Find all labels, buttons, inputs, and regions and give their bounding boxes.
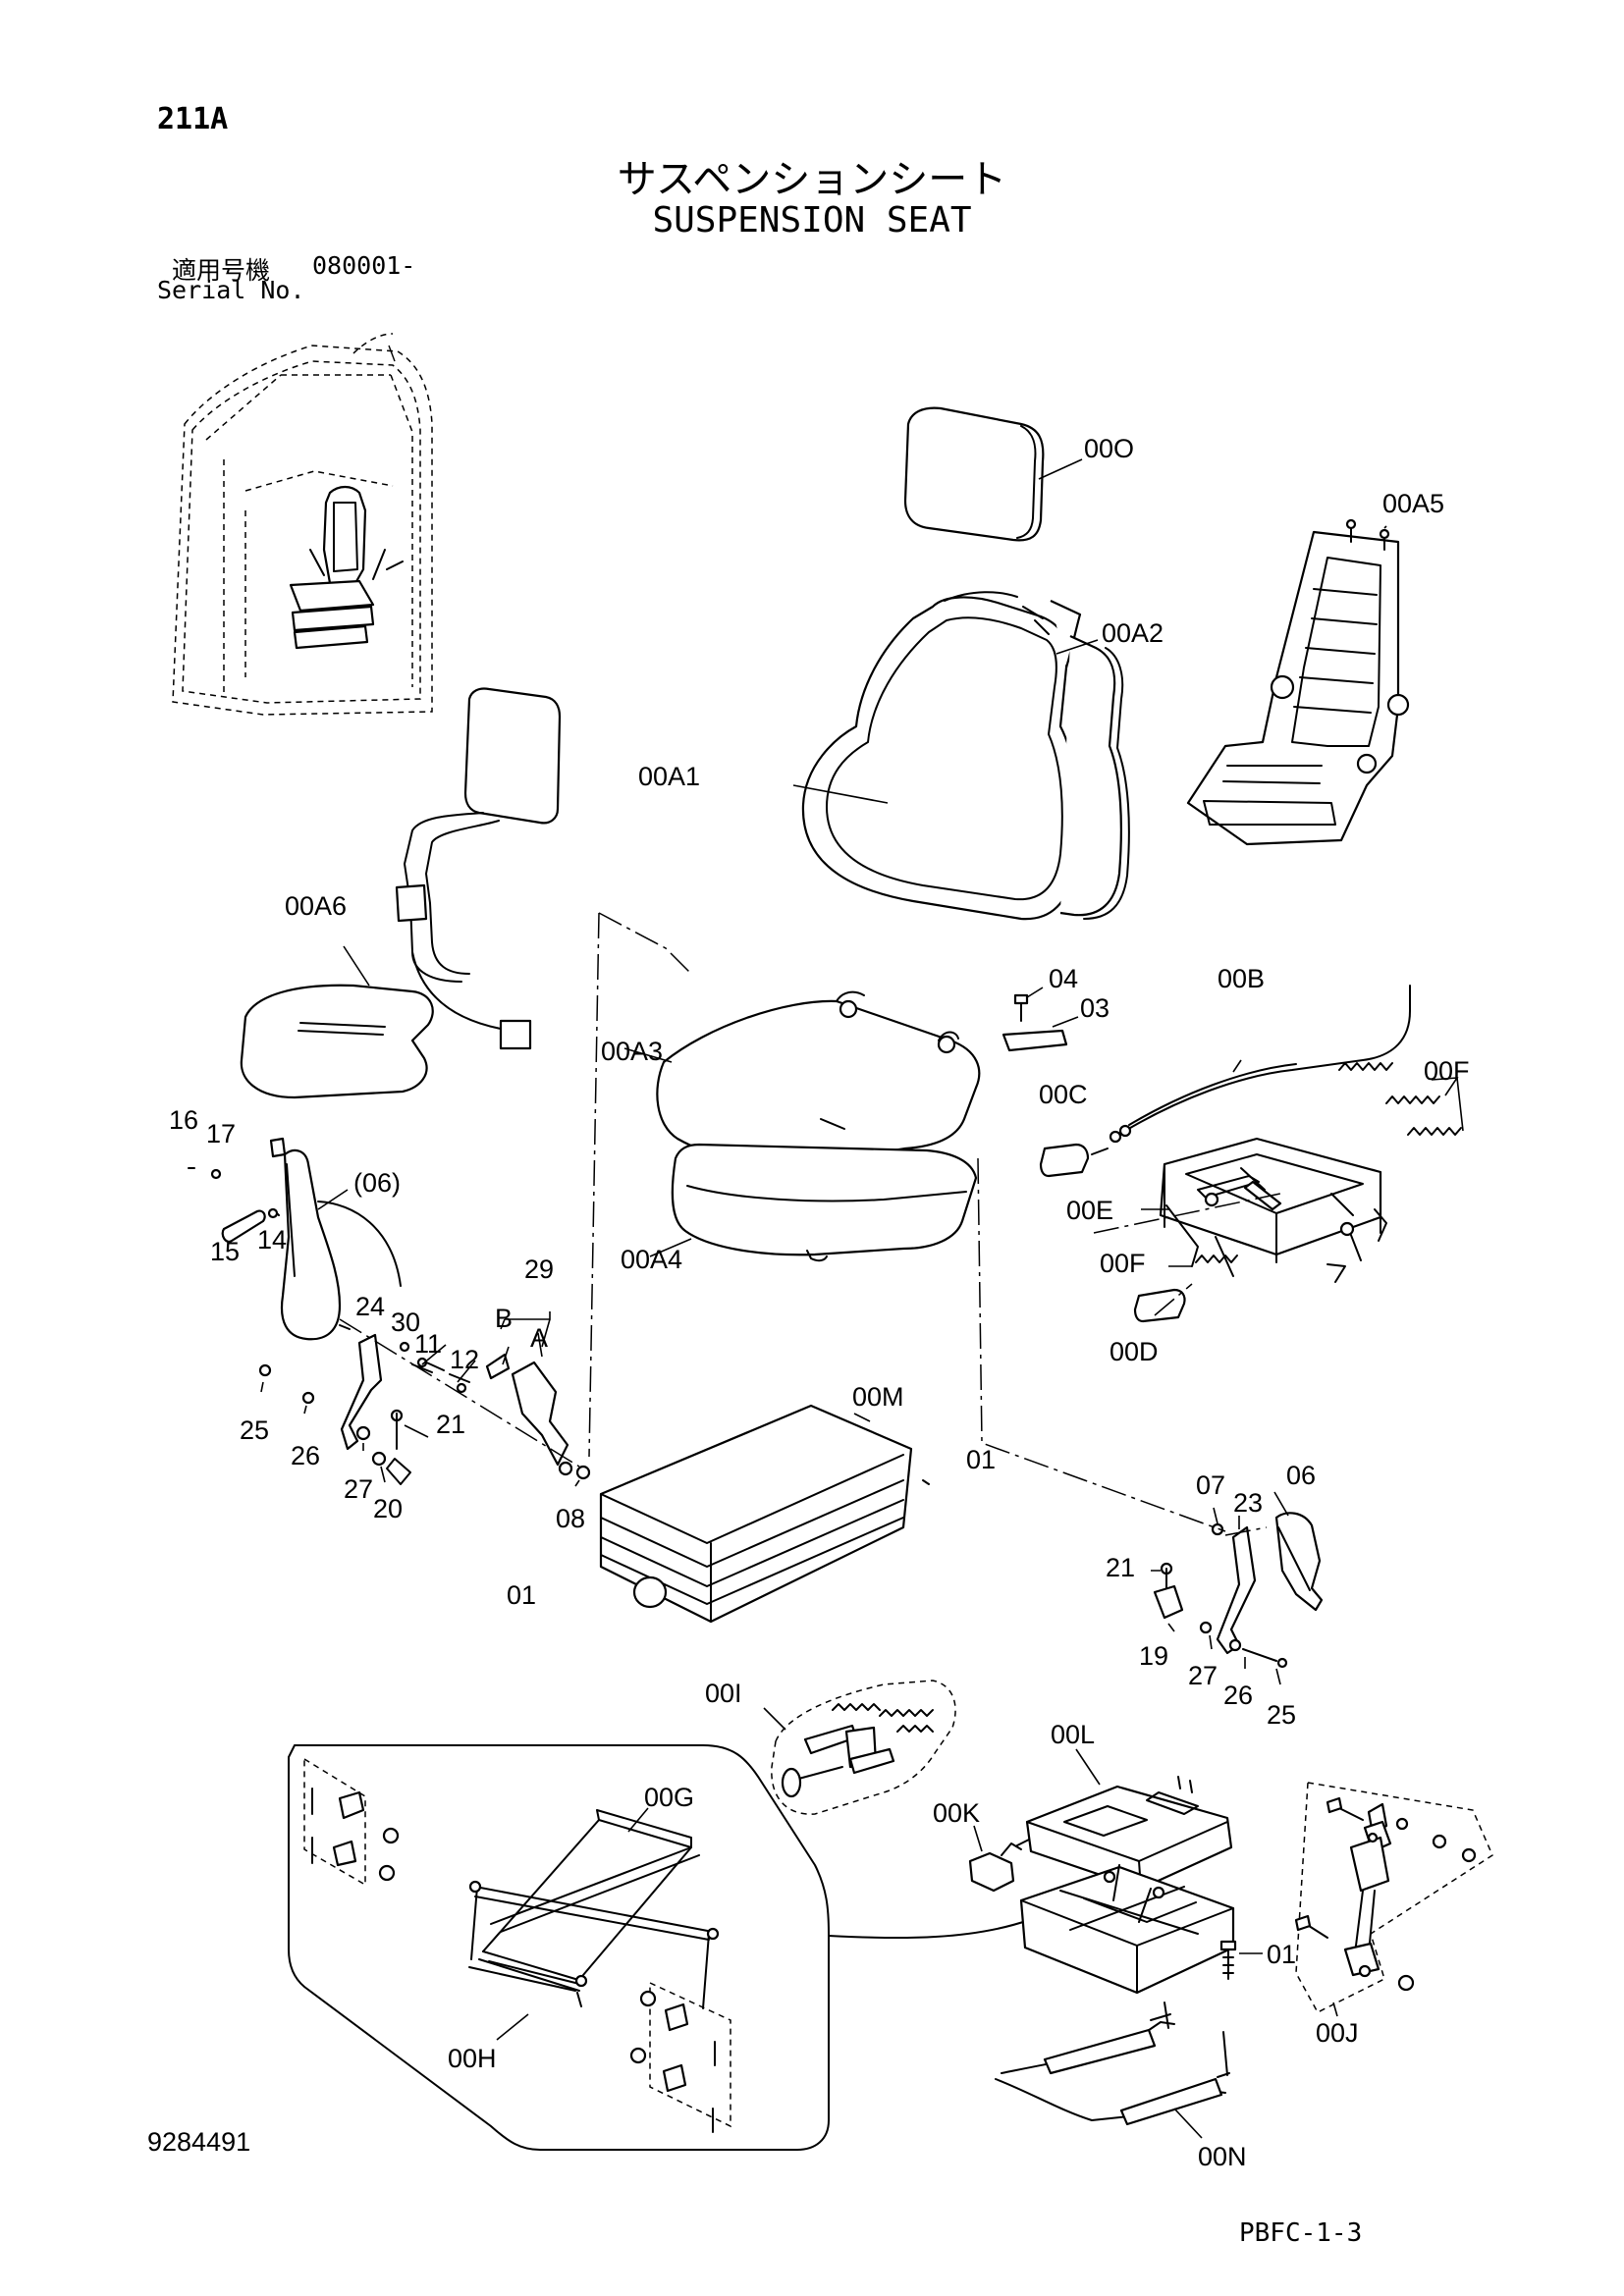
callout-07: 07 xyxy=(1196,1470,1225,1500)
callout-06-paren: (06) xyxy=(353,1168,401,1198)
callout-00n: 00N xyxy=(1198,2142,1247,2171)
callout-24: 24 xyxy=(355,1292,385,1321)
page-title-japanese: サスペンションシート xyxy=(617,157,1007,202)
seat-cushion-part xyxy=(623,990,981,1262)
callout-20: 20 xyxy=(373,1494,403,1523)
callout-29: 29 xyxy=(524,1255,554,1284)
callout-00a1: 00A1 xyxy=(638,762,700,791)
callout-27-right: 27 xyxy=(1188,1661,1218,1690)
seat-frame-part xyxy=(1186,518,1410,846)
callout-15: 15 xyxy=(210,1237,240,1266)
callout-19: 19 xyxy=(1139,1641,1168,1671)
callout-00e: 00E xyxy=(1066,1196,1113,1225)
callout-00a6: 00A6 xyxy=(285,891,347,921)
document-number: 9284491 xyxy=(147,2127,251,2157)
callout-12: 12 xyxy=(450,1345,479,1374)
callout-04: 04 xyxy=(1049,964,1078,993)
callout-00h: 00H xyxy=(448,2044,497,2073)
callout-00f-top: 00F xyxy=(1424,1056,1470,1086)
callout-03: 03 xyxy=(1080,993,1110,1023)
callout-01-top: 01 xyxy=(966,1445,996,1474)
callout-16: 16 xyxy=(169,1105,198,1135)
headrest-part xyxy=(903,406,1083,542)
callout-11: 11 xyxy=(414,1329,442,1359)
callout-27-left: 27 xyxy=(344,1474,373,1504)
callout-00b: 00B xyxy=(1218,964,1265,993)
callout-06: 06 xyxy=(1286,1461,1316,1490)
callout-00m: 00M xyxy=(852,1382,904,1412)
callout-00a5: 00A5 xyxy=(1382,489,1444,518)
callout-00d: 00D xyxy=(1110,1337,1159,1366)
callout-00g: 00G xyxy=(644,1783,694,1812)
callout-30: 30 xyxy=(391,1308,420,1337)
callout-14: 14 xyxy=(257,1225,287,1255)
shock-absorber-part xyxy=(1219,1782,1493,2017)
suspension-mechanism-part xyxy=(968,1748,1235,1995)
callout-b: B xyxy=(495,1304,513,1333)
callout-01-bottom: 01 xyxy=(1267,1940,1296,1969)
callout-00o: 00O xyxy=(1084,434,1134,463)
callout-26-right: 26 xyxy=(1223,1681,1253,1710)
callout-26-left: 26 xyxy=(291,1441,320,1470)
callout-08: 08 xyxy=(556,1504,585,1533)
knob-and-bracket-parts xyxy=(1001,987,1186,1323)
callout-17: 17 xyxy=(206,1119,236,1148)
callout-00a2: 00A2 xyxy=(1102,618,1164,648)
backrest-cushion-part xyxy=(792,591,1130,921)
callout-00a3: 00A3 xyxy=(601,1037,663,1066)
callout-00j: 00J xyxy=(1316,2018,1359,2048)
page-title-english: SUSPENSION SEAT xyxy=(652,200,972,240)
callout-a: A xyxy=(530,1323,548,1353)
callout-25-right: 25 xyxy=(1267,1700,1296,1730)
callout-00f-mid: 00F xyxy=(1100,1249,1146,1278)
seat-belt-left-part xyxy=(188,1137,591,1487)
slide-rail-part xyxy=(1109,985,1464,1283)
release-handle-part xyxy=(995,2002,1230,2139)
callout-labels: 00O 00A5 00A2 00A1 00A6 04 03 00B 00F 00… xyxy=(169,434,1470,2171)
serial-label-english: Serial No. xyxy=(157,276,305,304)
callout-23: 23 xyxy=(1233,1488,1263,1518)
callout-21-right: 21 xyxy=(1106,1553,1135,1582)
page-reference: PBFC-1-3 xyxy=(1239,2218,1363,2248)
assembly-phantom-lines xyxy=(339,912,1281,1536)
callout-00l: 00L xyxy=(1051,1720,1095,1749)
cab-overview-illustration xyxy=(172,333,433,716)
scissor-detail-frame xyxy=(288,1744,1030,2151)
spring-assembly-part xyxy=(763,1680,956,1815)
serial-number-value: 080001- xyxy=(312,251,416,280)
callout-21-left: 21 xyxy=(436,1410,465,1439)
seat-belt-right-part xyxy=(1151,1491,1324,1685)
callout-00i: 00I xyxy=(705,1679,742,1708)
page-code: 211A xyxy=(157,102,229,136)
callout-25-left: 25 xyxy=(240,1415,269,1445)
callout-00k: 00K xyxy=(933,1798,980,1828)
suspension-base-part xyxy=(599,1404,930,1624)
callout-00a4: 00A4 xyxy=(621,1245,682,1274)
serial-label-japanese: 適用号機 xyxy=(172,256,271,285)
heater-pad-part xyxy=(240,687,562,1099)
callout-00c: 00C xyxy=(1039,1080,1088,1109)
callout-01-left: 01 xyxy=(507,1580,536,1610)
